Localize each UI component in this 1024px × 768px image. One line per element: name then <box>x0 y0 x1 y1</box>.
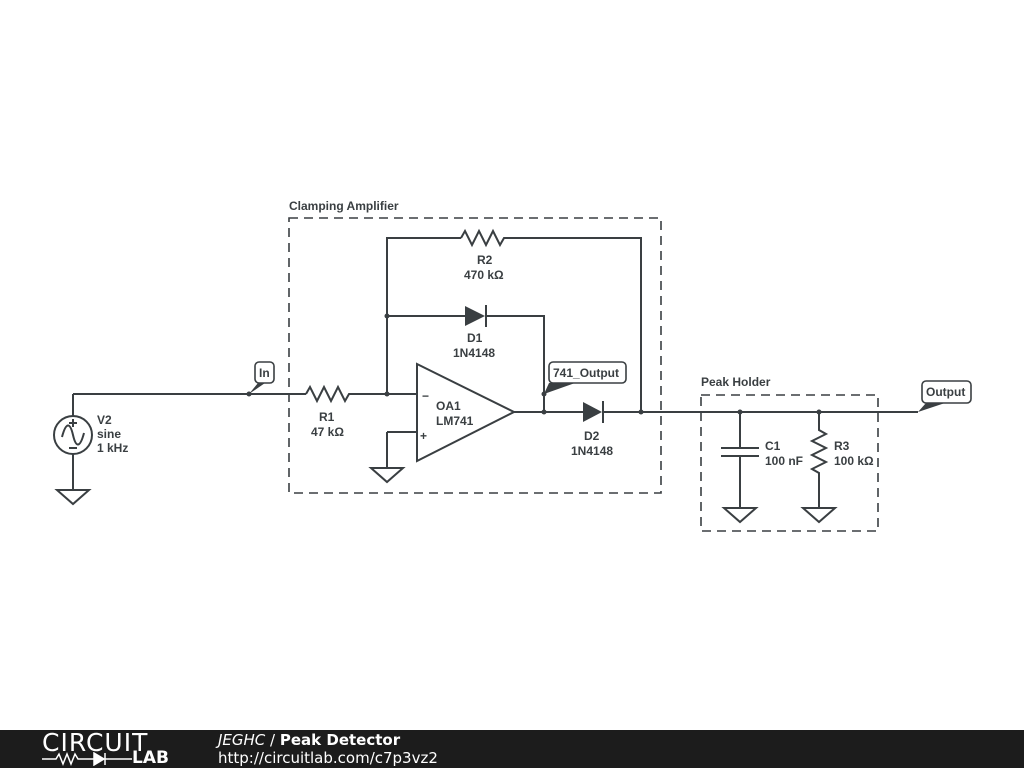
circuitlab-logo[interactable]: CIRCUIT LAB <box>42 728 169 768</box>
oa1-ref: OA1 <box>436 399 461 413</box>
opamp-inverting-input: − <box>422 389 429 403</box>
clamping-amplifier-label: Clamping Amplifier <box>289 199 399 213</box>
oa1-opamp[interactable] <box>386 362 583 468</box>
opamp-noninverting-input: + <box>420 429 427 443</box>
r1-value: 47 kΩ <box>311 425 344 439</box>
r2-resistor[interactable] <box>460 228 642 412</box>
peak-holder-box <box>700 394 879 532</box>
net-label-output[interactable]: Output <box>918 380 972 412</box>
c1-value: 100 nF <box>765 454 803 468</box>
d1-diode[interactable] <box>387 305 545 412</box>
ground-icon <box>721 507 759 524</box>
author-link[interactable]: JEGHC <box>218 731 266 749</box>
v2-ref: V2 <box>97 413 112 427</box>
d2-value: 1N4148 <box>571 444 613 458</box>
d1-ref: D1 <box>467 331 483 345</box>
r3-value: 100 kΩ <box>834 454 874 468</box>
v2-type: sine <box>97 427 121 441</box>
wire-feedback-left <box>386 237 461 394</box>
d2-ref: D2 <box>584 429 600 443</box>
ground-icon <box>800 507 838 524</box>
ground-icon <box>368 467 406 484</box>
net-label-741-output[interactable]: 741_Output <box>544 361 627 394</box>
v2-sine-source[interactable] <box>53 394 93 490</box>
resistor-diode-logo-icon <box>42 752 132 766</box>
svg-text:In: In <box>259 366 270 380</box>
c1-ref: C1 <box>765 439 781 453</box>
r3-resistor[interactable] <box>809 412 829 508</box>
svg-text:741_Output: 741_Output <box>553 366 619 380</box>
circuit-url[interactable]: http://circuitlab.com/c7p3vz2 <box>218 749 438 767</box>
r1-ref: R1 <box>319 410 335 424</box>
r1-resistor[interactable] <box>305 384 416 404</box>
c1-capacitor[interactable] <box>721 412 759 508</box>
d1-value: 1N4148 <box>453 346 495 360</box>
circuit-name: Peak Detector <box>279 731 401 749</box>
circuit-title: JEGHC / Peak Detector <box>218 731 401 749</box>
v2-value: 1 kHz <box>97 441 128 455</box>
oa1-value: LM741 <box>436 414 474 428</box>
clamping-amplifier-box <box>288 217 662 494</box>
peak-holder-label: Peak Holder <box>701 375 771 389</box>
schematic-canvas[interactable]: Clamping Amplifier Peak Holder V2 sine 1… <box>0 0 1024 730</box>
r3-ref: R3 <box>834 439 850 453</box>
svg-text:Output: Output <box>926 385 965 399</box>
ground-icon <box>54 489 92 506</box>
d2-diode[interactable] <box>583 401 918 423</box>
r2-value: 470 kΩ <box>464 268 504 282</box>
net-label-in[interactable]: In <box>249 361 275 394</box>
r2-ref: R2 <box>477 253 493 267</box>
footer-bar: CIRCUIT LAB JEGHC / Peak Detector http:/… <box>0 728 1024 768</box>
